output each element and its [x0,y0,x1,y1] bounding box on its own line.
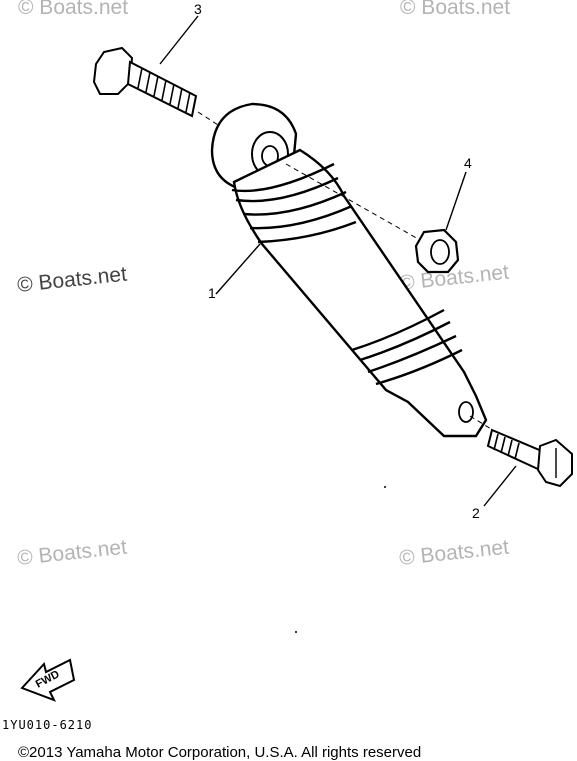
speck-mark [295,631,297,633]
watermark-mid-left: © Boats.net [16,263,128,297]
callout-part-4: 4 [464,155,472,171]
leader-line-part-4 [445,171,467,231]
callout-part-1: 1 [208,285,216,301]
axis-dashed-bolt-3 [197,111,233,135]
bolt-part-2 [486,428,573,488]
watermark-low-left: © Boats.net [16,536,128,570]
watermark-top-right: © Boats.net [400,0,510,19]
nut-part-4 [414,228,460,274]
leader-line-part-3 [159,15,199,65]
leader-line-part-2 [483,465,517,507]
callout-part-2: 2 [472,505,480,521]
copyright-notice: ©2013 Yamaha Motor Corporation, U.S.A. A… [18,744,422,761]
bolt-part-3 [92,46,198,118]
diagram-code: 1YU010-6210 [2,718,93,732]
axis-dashed-nut-4 [285,163,421,241]
watermark-low-right: © Boats.net [398,536,510,570]
leader-line-part-1 [215,243,261,295]
speck-mark [384,486,386,488]
callout-part-3: 3 [194,1,202,17]
shock-absorber-part-1 [210,102,488,438]
fwd-arrow-icon: FWD [20,658,76,702]
watermark-top-left: © Boats.net [18,0,128,19]
